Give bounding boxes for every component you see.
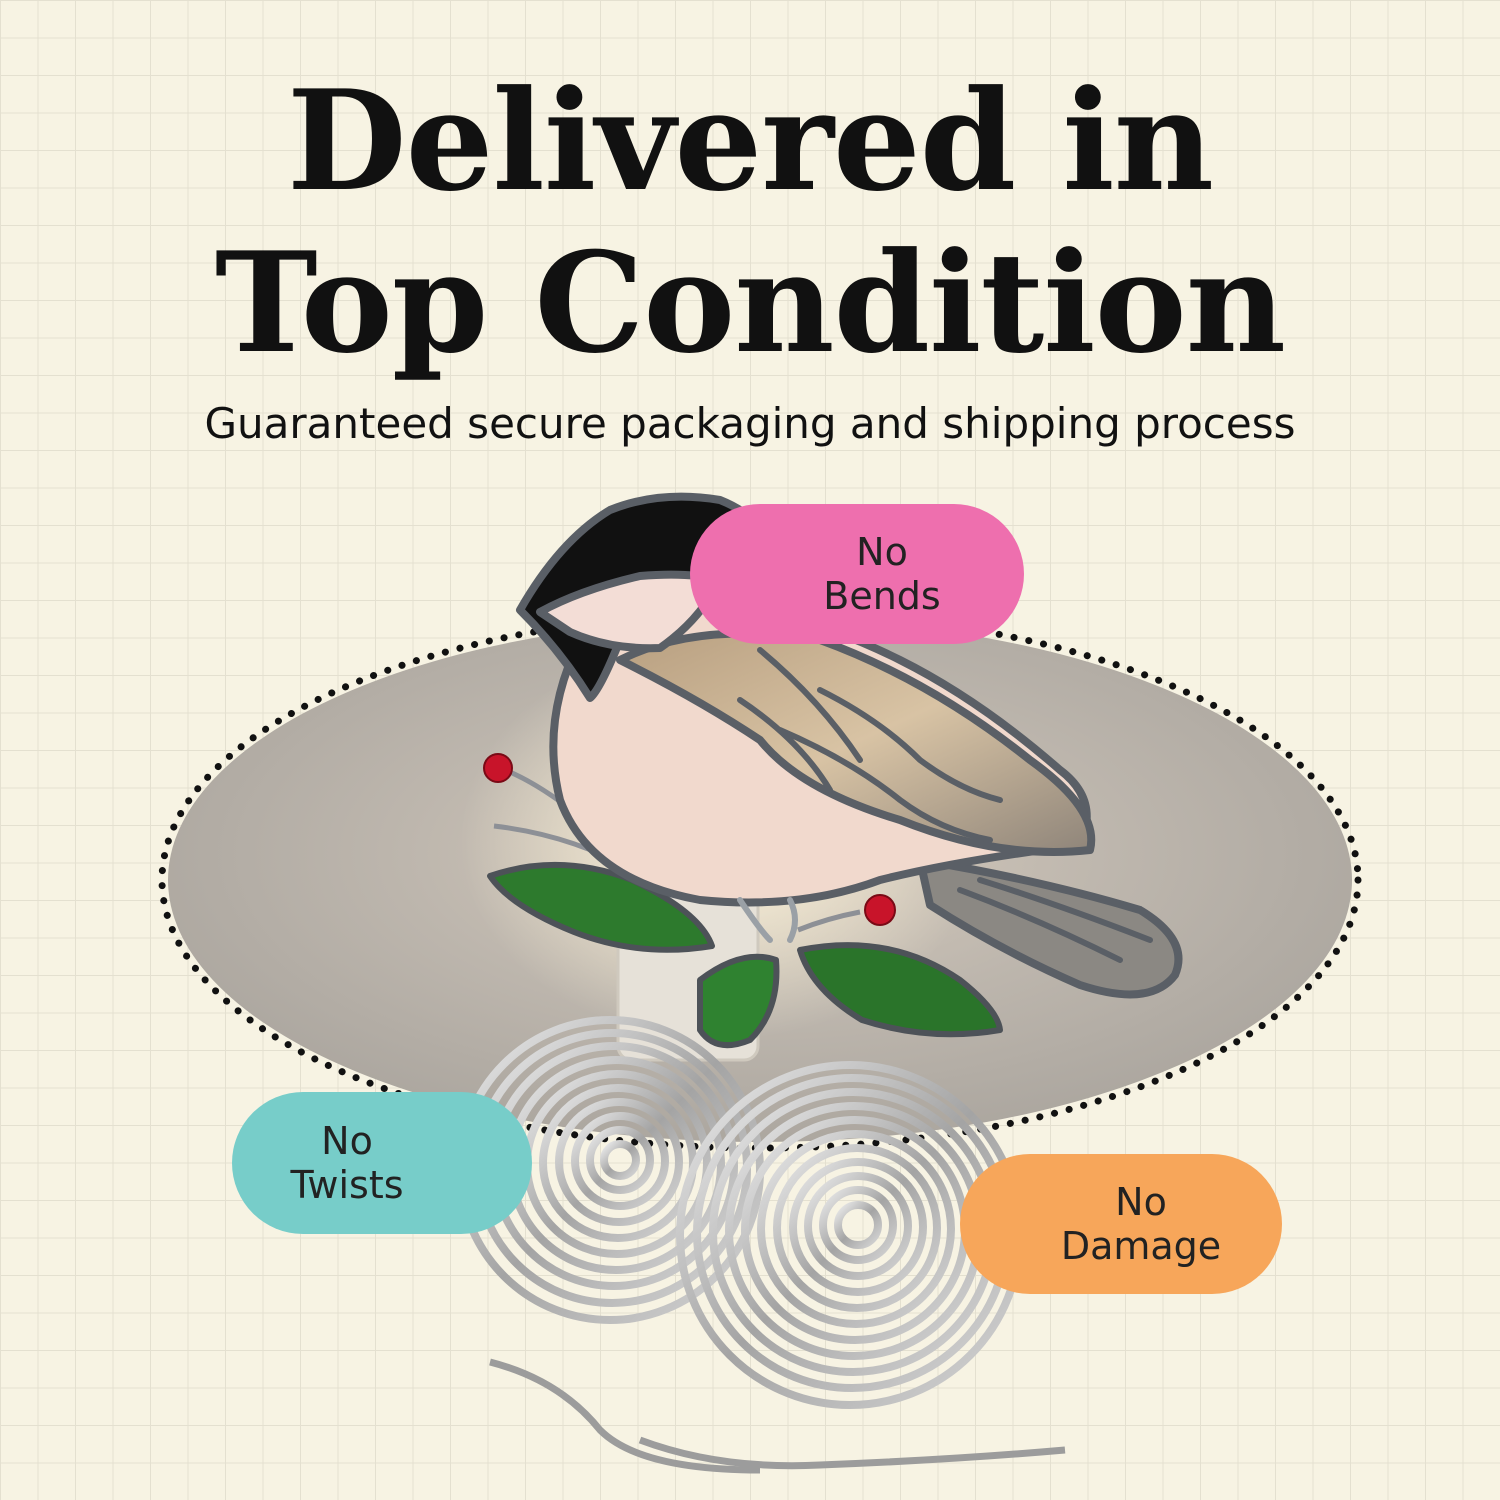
bird-feet	[737, 897, 798, 943]
leaf	[797, 942, 1003, 1038]
badge-no-bends-line-2: Bends	[823, 574, 941, 618]
badge-no-damage: No Damage	[960, 1154, 1282, 1294]
badge-no-damage-line-1: No	[1115, 1180, 1167, 1224]
badge-no-twists: No Twists	[232, 1092, 532, 1234]
badge-no-bends: No Bends	[690, 504, 1024, 644]
berry	[864, 894, 896, 926]
leaf	[697, 953, 780, 1049]
badge-no-damage-line-2: Damage	[1060, 1224, 1222, 1268]
headline-line-2: Top Condition	[214, 221, 1286, 384]
berry	[483, 753, 513, 783]
badge-no-twists-line-2: Twists	[290, 1163, 404, 1207]
headline-line-1: Delivered in	[286, 59, 1214, 222]
leaves	[487, 861, 1003, 1049]
subtitle: Guaranteed secure packaging and shipping…	[204, 399, 1296, 448]
leaf	[487, 861, 715, 953]
badge-no-twists-line-1: No	[321, 1119, 373, 1163]
headline: Delivered in Top Condition	[0, 60, 1500, 384]
badge-no-bends-line-1: No	[856, 530, 908, 574]
